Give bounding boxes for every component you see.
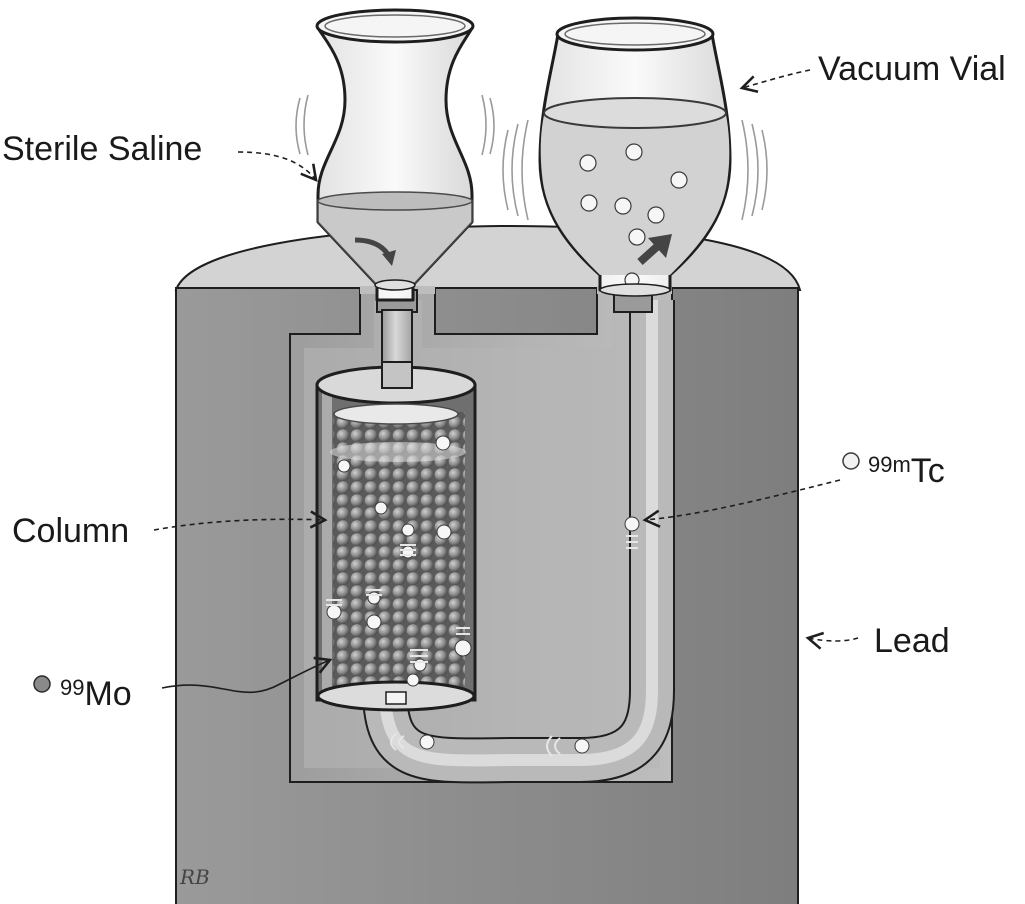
label-tc: 99mTc: [868, 452, 945, 490]
pointer-lead: [805, 631, 859, 650]
saline-bottle: [295, 8, 495, 302]
label-sterile-saline-group: Sterile Saline: [2, 130, 318, 183]
label-column-group: Column: [12, 510, 328, 550]
artist-signature: RB: [179, 865, 210, 889]
pointer-tc: [642, 479, 841, 528]
pointer-mo: [161, 656, 333, 694]
pointer-vacuum-vial: [739, 69, 811, 93]
column-tc-particles: [326, 435, 472, 687]
label-lead-group: Lead: [805, 622, 950, 660]
label-vacuum-vial: Vacuum Vial: [818, 50, 1006, 88]
tc-symbol: Tc: [911, 452, 945, 490]
mo-symbol: Mo: [84, 675, 131, 713]
label-vacuum-vial-group: Vacuum Vial: [739, 50, 1006, 93]
tc-mass-number: 99m: [868, 452, 911, 477]
column: [315, 361, 477, 712]
label-lead: Lead: [874, 622, 950, 660]
label-column: Column: [12, 512, 129, 550]
label-mo: 99Mo: [60, 675, 132, 713]
lead-shield: [174, 224, 802, 904]
label-mo-group: 99Mo: [33, 656, 333, 713]
tube-tc-particles: [419, 516, 640, 754]
label-tc-group: 99mTc: [642, 452, 945, 528]
vacuum-vial: [502, 16, 768, 297]
mo-legend-icon: [33, 675, 51, 693]
pointer-column: [153, 510, 328, 531]
tc-legend-icon: [842, 452, 860, 470]
label-sterile-saline: Sterile Saline: [2, 130, 202, 168]
mo-mass-number: 99: [60, 675, 84, 700]
pointer-sterile-saline: [237, 151, 318, 183]
